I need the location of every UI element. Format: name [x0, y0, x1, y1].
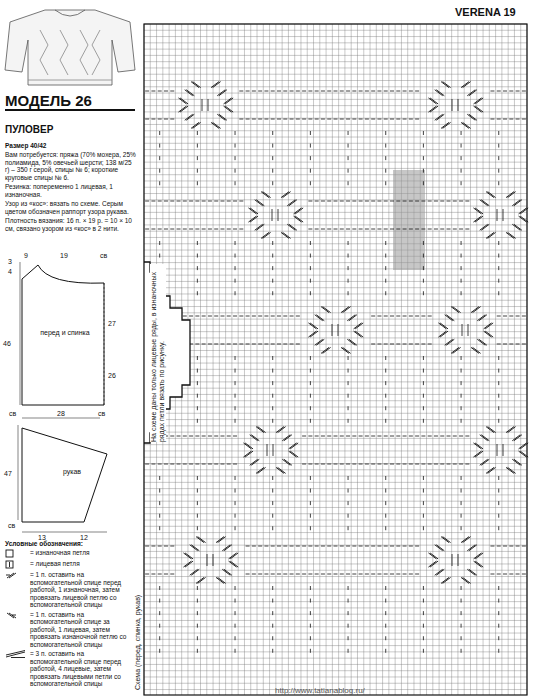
watermark: http://www.tatianablog.ru/: [275, 686, 365, 695]
piece-name: рукав: [52, 468, 92, 476]
dimension: св: [9, 410, 16, 418]
dimension-lines: [18, 262, 107, 532]
cable-motifs: [145, 82, 528, 653]
legend-text: = 1 п. оставить на вспомогательной спице…: [30, 611, 137, 648]
chart-border: [144, 24, 527, 695]
pattern-note: Размер 40/42: [5, 142, 137, 149]
dimension: 27: [108, 320, 116, 328]
chart-caption: Схема (перед, спинка, рукав): [134, 560, 142, 690]
dimension: 46: [3, 340, 11, 348]
dimension: св: [100, 252, 107, 260]
dimension: 28: [57, 410, 65, 418]
legend-symbol: [5, 571, 27, 580]
dimension: 47: [4, 470, 12, 478]
dimension: 9: [24, 252, 28, 260]
pattern-note: Резинка: попеременно 1 лицевая, 1 изнано…: [5, 183, 137, 198]
legend-entry: = изнаночная петля: [5, 549, 137, 558]
dimension: 26: [108, 372, 116, 380]
pattern-note: Вам потребуется: пряжа (70% мохера, 25% …: [5, 151, 137, 181]
sleeve-repeat-shade: [393, 170, 425, 270]
legend-heading: Условные обозначения:: [5, 540, 137, 547]
chart-grid: [144, 24, 527, 695]
garment-type: ПУЛОВЕР: [5, 124, 53, 136]
pattern-note: Узор из «кос»: вязать по схеме. Серым цв…: [5, 200, 137, 215]
piece-name: перед и спинка: [40, 329, 90, 337]
front-back-piece: перед и спинка: [22, 265, 104, 405]
legend-entry: = 3 п. оставить на вспомогательной спице…: [5, 650, 137, 687]
dimension: св: [98, 410, 105, 418]
model-title: МОДЕЛЬ 26: [5, 92, 135, 111]
pattern-note: Плотность вязания: 16 п. × 19 р. = 10 × …: [5, 217, 137, 232]
neckline-steps: [144, 262, 190, 443]
legend-symbol: [5, 560, 27, 569]
legend-text: = 3 п. оставить на вспомогательной спице…: [30, 650, 137, 687]
chart-note: На схеме даны только лицевые ряды, в изн…: [150, 264, 166, 442]
sleeve-piece: рукав: [22, 428, 107, 522]
legend-text: = лицевая петля: [30, 560, 137, 567]
legend-symbol: [5, 650, 27, 659]
legend-entry: = 1 п. оставить на вспомогательной спице…: [5, 571, 137, 608]
legend-entry: = 1 п. оставить на вспомогательной спице…: [5, 611, 137, 648]
page-header: VERENA 19: [455, 6, 516, 19]
legend-text: = изнаночная петля: [30, 549, 137, 556]
sweater-sketch: [5, 10, 135, 85]
legend-entry: = лицевая петля: [5, 560, 137, 569]
legend-symbol: [5, 611, 27, 620]
legend-symbol: [5, 549, 27, 558]
dimension: 4: [8, 268, 12, 276]
dimension: 3: [8, 258, 12, 266]
dimension: св: [8, 522, 15, 530]
legend-text: = 1 п. оставить на вспомогательной спице…: [30, 571, 137, 608]
dimension: 19: [60, 252, 68, 260]
